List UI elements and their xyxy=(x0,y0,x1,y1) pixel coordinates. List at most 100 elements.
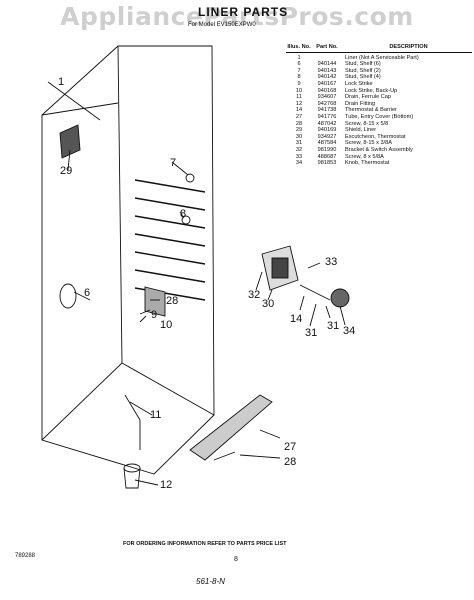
callout-9: 9 xyxy=(151,309,158,321)
cell-desc: Screw, 8-15 x 5/8 xyxy=(345,120,389,127)
callout-28a: 28 xyxy=(166,295,179,307)
callout-31b: 31 xyxy=(327,320,340,332)
table-row: 6 940144 Stud, Shelf (6) xyxy=(286,61,472,68)
cell-part: 487584 xyxy=(317,140,337,147)
cell-illus: 7 xyxy=(297,67,301,74)
cell-part: 942768 xyxy=(317,100,337,107)
cell-illus: 33 xyxy=(295,153,303,160)
liner-outline xyxy=(41,45,215,475)
watermark: AppliancePartsPros.com xyxy=(60,2,414,31)
table-row: 9 940167 Lock Strike xyxy=(286,81,472,88)
cell-desc: Escutcheon, Thermostat xyxy=(345,133,406,140)
callout-14: 14 xyxy=(290,313,303,325)
callout-33: 33 xyxy=(325,256,338,268)
callout-11: 11 xyxy=(150,409,162,421)
cell-desc: Stud, Shelf (6) xyxy=(345,61,381,68)
cell-illus: 6 xyxy=(297,61,301,68)
lock-strike-part xyxy=(144,286,166,317)
callout-31a: 31 xyxy=(305,327,318,339)
cell-illus: 9 xyxy=(297,80,301,87)
cell-illus: 34 xyxy=(295,160,303,167)
cell-part: 940169 xyxy=(317,127,337,134)
header-description: DESCRIPTION xyxy=(389,44,428,50)
liner-inner-edge xyxy=(117,45,215,416)
cell-desc: Lock Strike xyxy=(345,80,373,87)
cell-illus: 8 xyxy=(297,74,301,81)
cell-part: 940144 xyxy=(317,61,337,68)
cell-illus: 11 xyxy=(296,94,302,101)
thermostat-knob-part xyxy=(330,288,350,308)
callout-12: 12 xyxy=(160,479,173,491)
cell-desc: Knob, Thermostat xyxy=(345,160,390,167)
cell-desc: Liner (Not A Serviceable Part) xyxy=(345,54,419,61)
table-row: 33 488687 Screw, 8 x 5/8A xyxy=(286,154,472,161)
table-header: Illus. No. Part No. DESCRIPTION xyxy=(286,44,472,53)
cell-illus: 32 xyxy=(295,146,303,153)
cell-illus: 12 xyxy=(295,100,303,107)
cell-part: 934607 xyxy=(317,94,337,101)
cell-part: 940142 xyxy=(317,74,337,81)
shelf-stud-part xyxy=(185,173,195,183)
cell-part: 941738 xyxy=(317,107,337,114)
cell-desc: Lock Strike, Back-Up xyxy=(345,87,398,94)
cell-part: 940167 xyxy=(317,80,337,87)
cell-desc: Stud, Shelf (4) xyxy=(345,74,381,81)
cell-desc: Screw, 8 x 5/8A xyxy=(345,153,384,160)
cell-illus: 14 xyxy=(295,107,303,114)
table-row: 30 934927 Escutcheon, Thermostat xyxy=(286,134,472,141)
cell-desc: Drain, Ferrule Cap xyxy=(345,94,392,101)
cell-part: 981853 xyxy=(317,160,337,167)
header-part: Part No. xyxy=(316,44,338,50)
shelf-ribs xyxy=(134,179,206,301)
document-code: 789288 xyxy=(15,553,36,559)
liner-shield-part xyxy=(59,124,81,159)
callout-30: 30 xyxy=(262,298,275,310)
ordering-info-text: FOR ORDERING INFORMATION REFER TO PARTS … xyxy=(123,541,287,547)
cell-part: 940143 xyxy=(317,67,337,74)
cell-part: 934927 xyxy=(317,133,337,140)
table-row: 34 981853 Knob, Thermostat xyxy=(286,160,472,167)
callout-34: 34 xyxy=(343,325,356,337)
cell-desc: Shield, Liner xyxy=(345,127,377,134)
callout-29: 29 xyxy=(60,165,73,177)
callout-1: 1 xyxy=(58,76,65,88)
page-number: 8 xyxy=(234,556,238,563)
table-row: 32 981990 Bracket & Switch Assembly xyxy=(286,147,472,154)
drain-fitting-part xyxy=(123,463,141,473)
cell-illus: 10 xyxy=(295,87,303,94)
table-row: 29 940169 Shield, Liner xyxy=(286,127,472,134)
table-row: 10 940168 Lock Strike, Back-Up xyxy=(286,88,472,95)
table-row: 11 934607 Drain, Ferrule Cap xyxy=(286,94,472,101)
cell-part: 941776 xyxy=(317,113,337,120)
entry-cover-tube-part xyxy=(189,394,273,461)
model-line: For Model EV150EXPW0 xyxy=(188,22,256,28)
cell-illus: 1 xyxy=(297,54,301,61)
cell-desc: Bracket & Switch Assembly xyxy=(345,146,413,153)
cell-illus: 31 xyxy=(295,140,303,147)
callout-7: 7 xyxy=(170,157,177,169)
callout-28b: 28 xyxy=(284,456,297,468)
cell-illus: 29 xyxy=(295,127,303,134)
callout-10: 10 xyxy=(160,319,173,331)
cell-desc: Stud, Shelf (2) xyxy=(345,67,381,74)
cell-part: 940168 xyxy=(317,87,337,94)
table-row: 28 487042 Screw, 8-15 x 5/8 xyxy=(286,121,472,128)
cell-illus: 27 xyxy=(295,113,303,120)
callout-32: 32 xyxy=(248,289,261,301)
cell-part: 488687 xyxy=(317,153,337,160)
table-row: 7 940143 Stud, Shelf (2) xyxy=(286,68,472,75)
header-illus: Illus. No. xyxy=(287,44,311,50)
callout-27: 27 xyxy=(284,441,297,453)
cell-part: 487042 xyxy=(317,120,337,127)
cell-illus: 30 xyxy=(295,133,303,140)
callout-8: 8 xyxy=(180,208,187,220)
cell-illus: 28 xyxy=(295,120,303,127)
page-title: LINER PARTS xyxy=(198,5,289,19)
table-row: 1 Liner (Not A Serviceable Part) xyxy=(286,55,472,62)
cell-part: 981990 xyxy=(317,146,337,153)
table-row: 12 942768 Drain Fitting xyxy=(286,101,472,108)
cell-desc: Drain Fitting xyxy=(345,100,376,107)
